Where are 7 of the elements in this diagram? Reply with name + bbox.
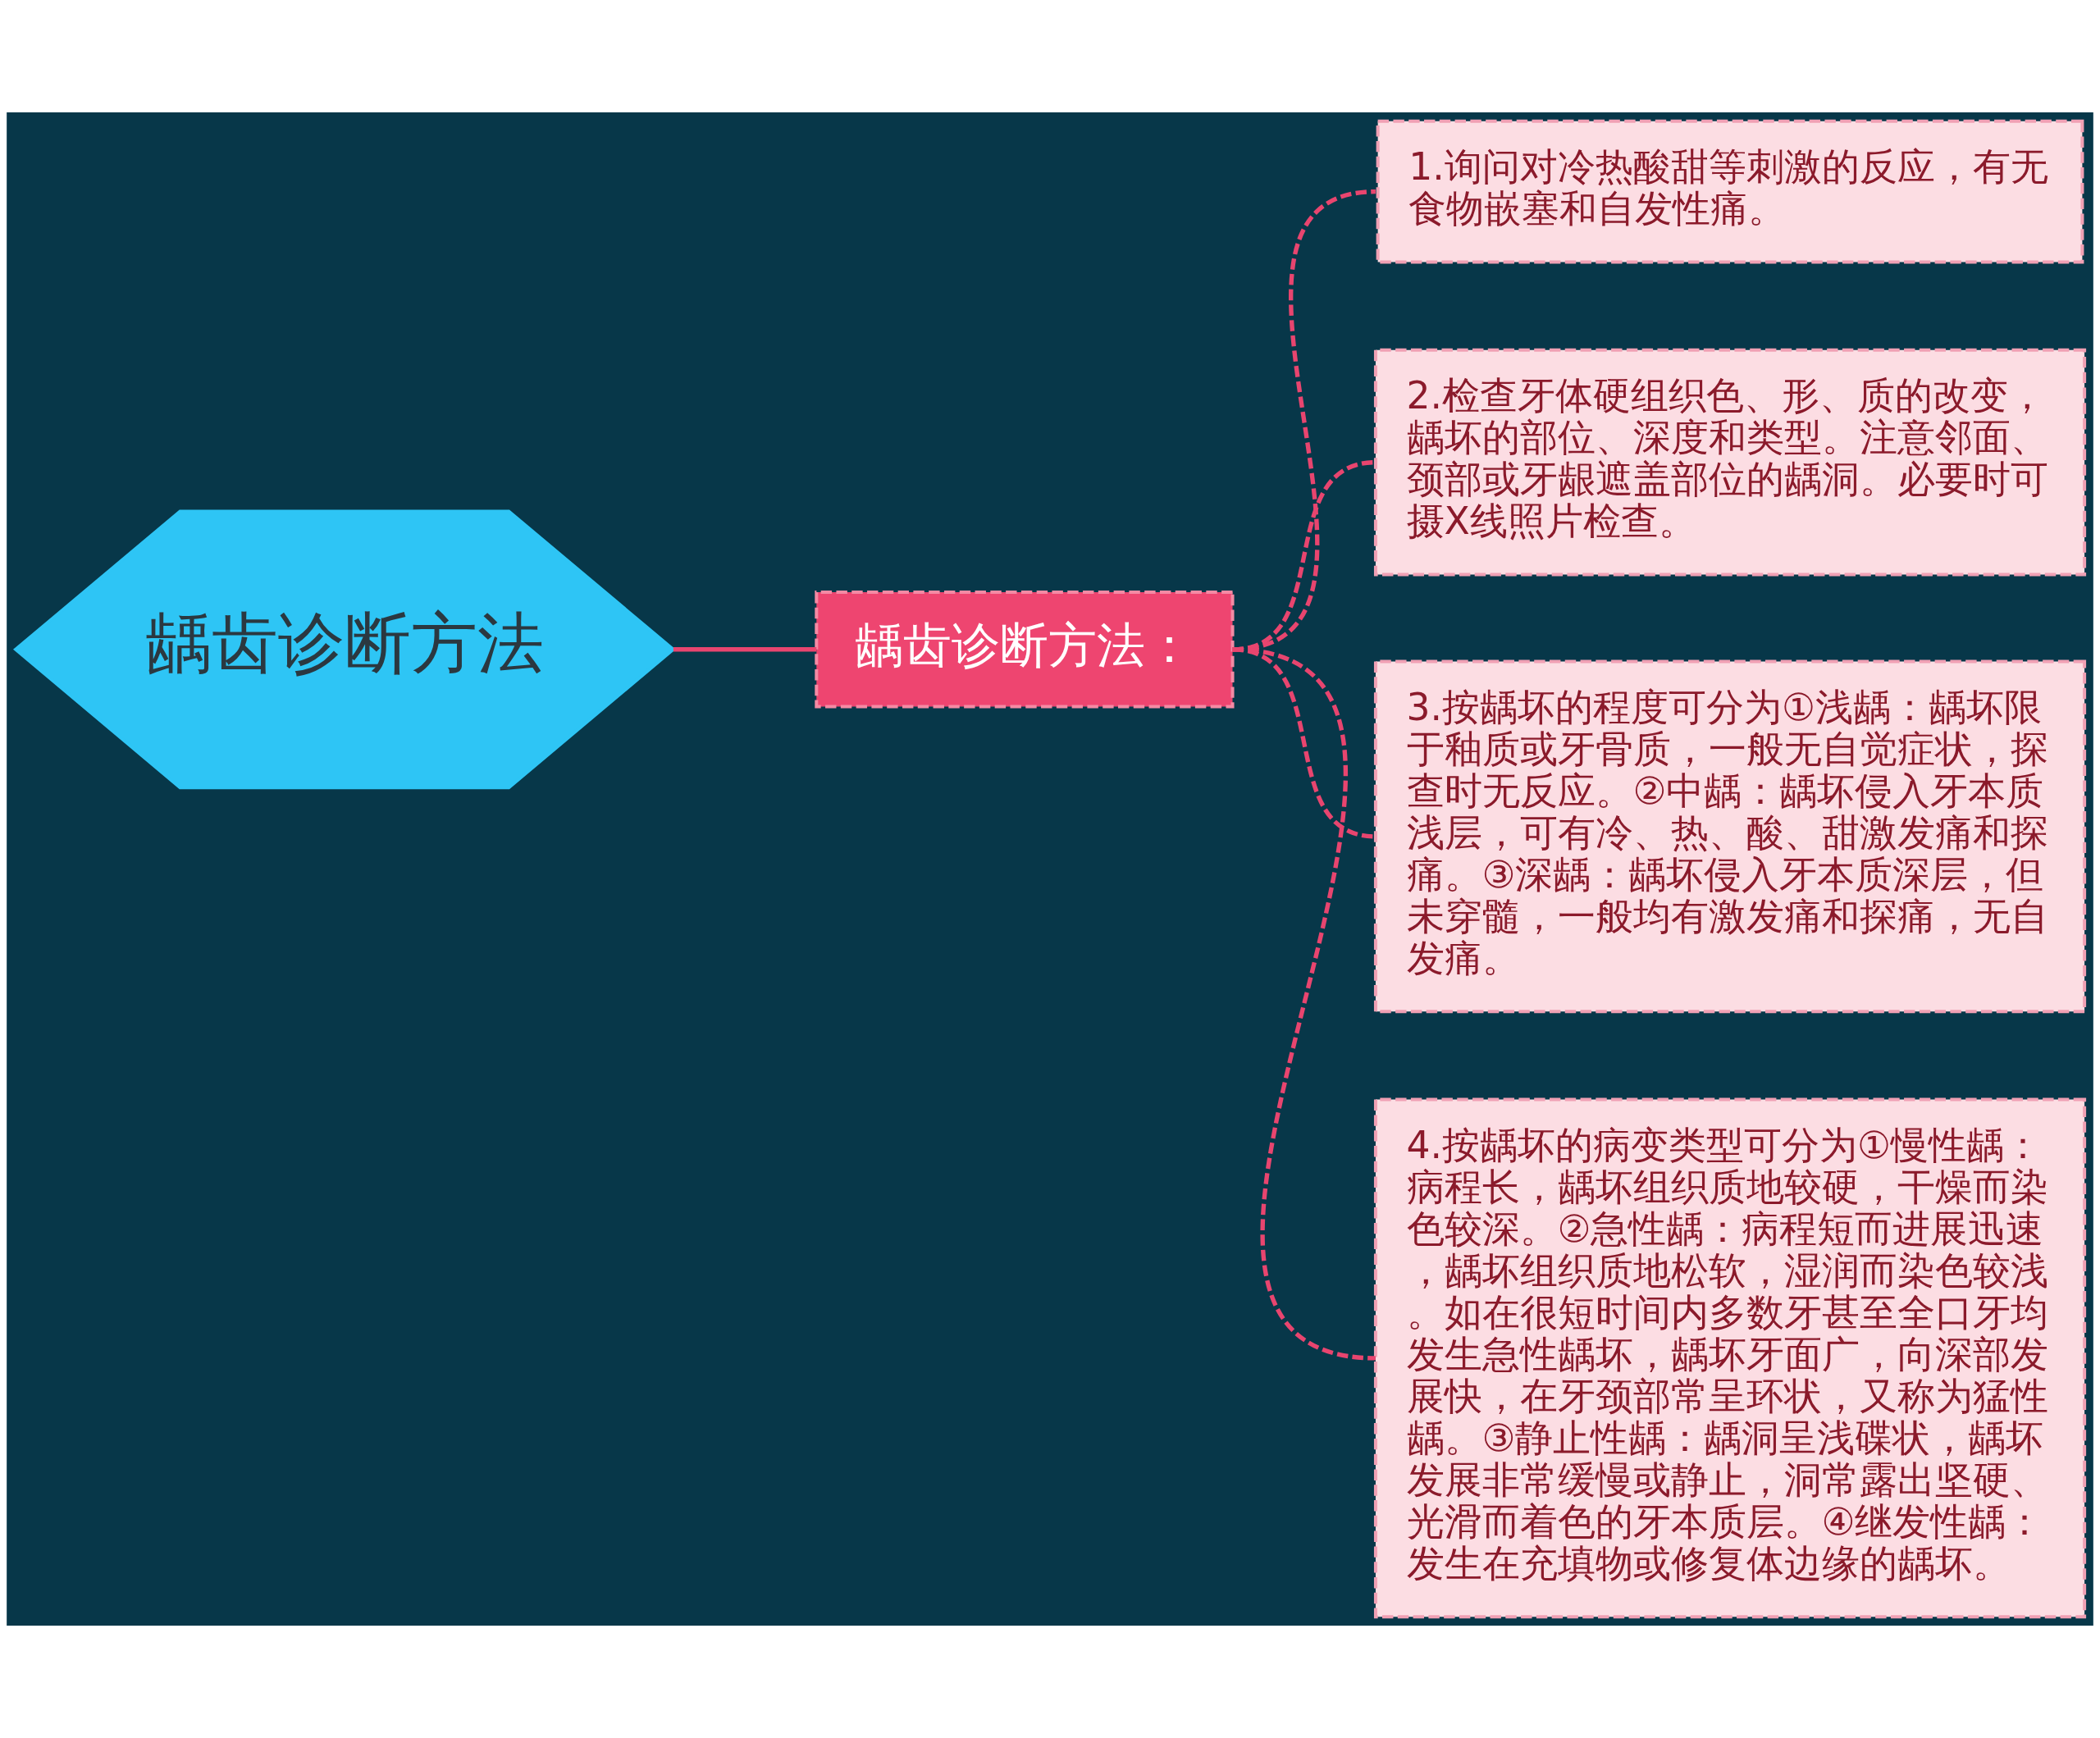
node-box: 2.检查牙体硬组织色、形、质的改变，龋坏的部位、深度和类型。注意邻面、颈部或牙龈遮盖部位的龋洞。必要时可摄X线照片检查。 [1373,348,2087,577]
node-box: 1.询问对冷热酸甜等刺激的反应，有无食物嵌塞和自发性痛。 [1376,119,2084,264]
node-box: 3.按龋坏的程度可分为①浅龋：龋坏限于釉质或牙骨质，一般无自觉症状，探查时无反应。②中龋：龋坏侵入牙本质浅层，可有冷、热、酸、甜激发痛和探痛。③深龋：龋坏侵入牙本质深层，但未穿髓，一般均有激发痛和探痛，无自发痛。 [1373,659,2087,1014]
connector [673,647,817,652]
connector [1231,647,1376,1361]
node-box: 4.按龋坏的病变类型可分为①慢性龋：病程长，龋坏组织质地较硬，干燥而染色较深。②急性龋：病程短而进展迅速，龋坏组织质地松软，湿润而染色较浅。如在很短时间内多数牙甚至全口牙均发生急性龋坏，龋坏牙面广，向深部发展快，在牙颈部常呈环状，又称为猛性龋。③静止性龋：龋洞呈浅碟状，龋坏发展非常缓慢或静止，洞常露出坚硬、光滑而着色的牙本质层。④继发性龋：发生在充填物或修复体边缘的龋坏。 [1373,1097,2087,1619]
node-box: 龋齿诊断方法： [815,591,1235,709]
